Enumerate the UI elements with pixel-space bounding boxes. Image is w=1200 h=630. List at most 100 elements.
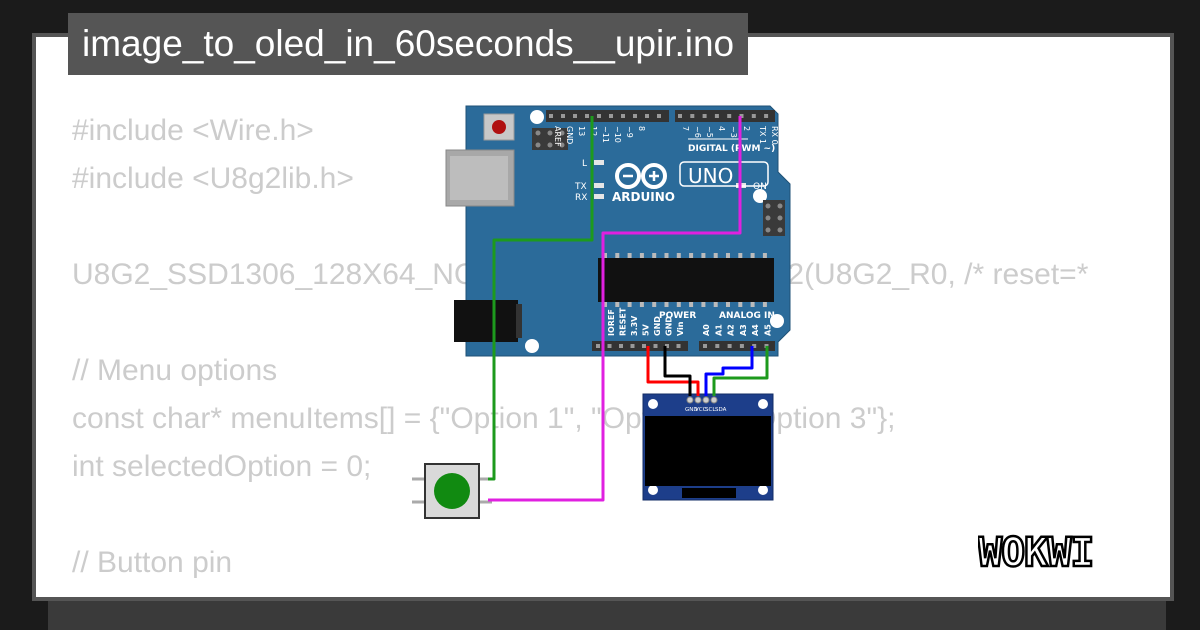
power-jack-rim bbox=[516, 304, 522, 338]
atmega-chip bbox=[598, 253, 774, 307]
digital-pin-label: 13 bbox=[577, 126, 586, 136]
pushbutton-cap[interactable] bbox=[434, 473, 470, 509]
power-header bbox=[592, 341, 688, 351]
digital-pin-label: 2 bbox=[742, 126, 751, 131]
header-pin bbox=[607, 344, 612, 348]
mount-hole bbox=[525, 339, 539, 353]
digital-pin-label: 4 bbox=[717, 126, 726, 131]
wire-button-gnd bbox=[488, 116, 594, 481]
code-line: #include <Wire.h> bbox=[72, 114, 314, 147]
header-pin bbox=[702, 114, 707, 118]
header-pin bbox=[676, 344, 681, 348]
led-label-rx: RX bbox=[575, 193, 587, 203]
mount-hole bbox=[753, 189, 767, 203]
reset-button[interactable] bbox=[483, 113, 515, 141]
mount-hole bbox=[530, 110, 544, 124]
analog-section-label: ANALOG IN bbox=[719, 311, 775, 321]
oled-pin-label: SDA bbox=[715, 407, 727, 413]
digital-pin-label: RX 0 bbox=[770, 126, 779, 145]
oled-pin bbox=[686, 396, 694, 404]
code-line: // Menu options bbox=[72, 354, 278, 387]
header-pin bbox=[549, 114, 553, 118]
digital-pin-label: 7 bbox=[681, 126, 690, 131]
header-pin bbox=[585, 114, 589, 118]
reset-button-cap[interactable] bbox=[492, 120, 506, 134]
digital-pwm-label: DIGITAL (PWM ~) bbox=[688, 144, 775, 154]
digital-pin-label: 8 bbox=[637, 126, 646, 131]
on-led-label: ON bbox=[753, 182, 767, 192]
header-pin bbox=[657, 114, 661, 118]
wokwi-logo: WOKWI bbox=[978, 529, 1096, 576]
header-pin bbox=[596, 344, 600, 348]
header-pin bbox=[642, 344, 646, 348]
power-jack bbox=[454, 300, 518, 342]
pushbutton[interactable] bbox=[412, 463, 492, 519]
header-pin bbox=[597, 114, 601, 118]
digital-pin-label: ~9 bbox=[625, 126, 634, 138]
wire-button-pin2 bbox=[488, 116, 742, 502]
power-pin-label: 5V bbox=[642, 323, 651, 336]
wire-oled-sda bbox=[712, 346, 769, 396]
analog-pin-label: A5 bbox=[764, 324, 773, 336]
digital-pin-label: TX 1 bbox=[758, 125, 767, 144]
sketch-title: image_to_oled_in_60seconds__upir.ino bbox=[68, 13, 749, 75]
power-pin-label: 3.3V bbox=[630, 315, 639, 336]
wire-oled-vcc bbox=[646, 346, 700, 396]
header-pin bbox=[645, 114, 649, 118]
header-pin bbox=[561, 114, 565, 118]
power-pin-label: RESET bbox=[619, 307, 628, 336]
power-section-label: POWER bbox=[659, 311, 696, 321]
oled-pin-label: SCL bbox=[705, 407, 716, 413]
header-pin bbox=[751, 114, 756, 118]
header-pin bbox=[727, 114, 732, 118]
wire-oled-scl bbox=[704, 346, 754, 396]
uno-badge bbox=[679, 161, 769, 187]
oled-pin bbox=[710, 396, 718, 404]
oled-pin bbox=[694, 396, 702, 404]
header-pin bbox=[619, 344, 623, 348]
digital-pin-label: ~3 bbox=[729, 126, 738, 138]
header-pin bbox=[609, 114, 613, 118]
digital-pin-label: AREF bbox=[553, 126, 562, 147]
header-pin bbox=[764, 114, 769, 118]
code-line: const int buttonPin = 2; // Change to yo… bbox=[72, 587, 1088, 597]
header-pin bbox=[630, 344, 635, 348]
digital-header-left bbox=[546, 110, 669, 122]
uno-model-text: UNO bbox=[688, 164, 733, 188]
analog-pin-label: A1 bbox=[714, 324, 723, 336]
led-label-tx: TX bbox=[574, 182, 587, 192]
digital-header-right bbox=[675, 110, 775, 122]
analog-pin-label: A3 bbox=[739, 324, 748, 336]
oled-pin-label: GND bbox=[685, 407, 698, 413]
card-shadow bbox=[48, 596, 1166, 630]
power-pin-label: GND bbox=[653, 316, 662, 336]
oled-pin-label: VCC bbox=[695, 407, 707, 413]
digital-pin-label: ~6 bbox=[693, 126, 702, 138]
analog-pin-label: A4 bbox=[751, 324, 760, 336]
analog-header bbox=[699, 341, 775, 351]
header-pin bbox=[621, 114, 625, 118]
wire-oled-gnd bbox=[663, 346, 692, 396]
power-pin-label: Vin bbox=[676, 321, 685, 336]
code-line: #include <U8g2lib.h> bbox=[72, 162, 354, 195]
header-pin bbox=[678, 114, 682, 118]
header-pin bbox=[573, 114, 577, 118]
header-pin bbox=[653, 344, 658, 348]
svg-text:WOKWI: WOKWI bbox=[978, 530, 1093, 576]
power-pin-label: GND bbox=[665, 316, 674, 336]
oled-pin bbox=[702, 396, 710, 404]
header-pin bbox=[739, 344, 744, 348]
arduino-logo-icon bbox=[615, 163, 667, 189]
digital-pin-label: ~5 bbox=[705, 126, 714, 138]
header-pin bbox=[703, 344, 707, 348]
code-line: // Button pin bbox=[72, 546, 233, 579]
header-pin bbox=[665, 344, 669, 348]
header-pin bbox=[752, 344, 757, 348]
analog-pin-label: A0 bbox=[702, 324, 711, 336]
analog-pin-label: A2 bbox=[727, 324, 736, 336]
arduino-brand-text: ARDUINO bbox=[612, 190, 675, 204]
header-pin bbox=[690, 114, 695, 118]
